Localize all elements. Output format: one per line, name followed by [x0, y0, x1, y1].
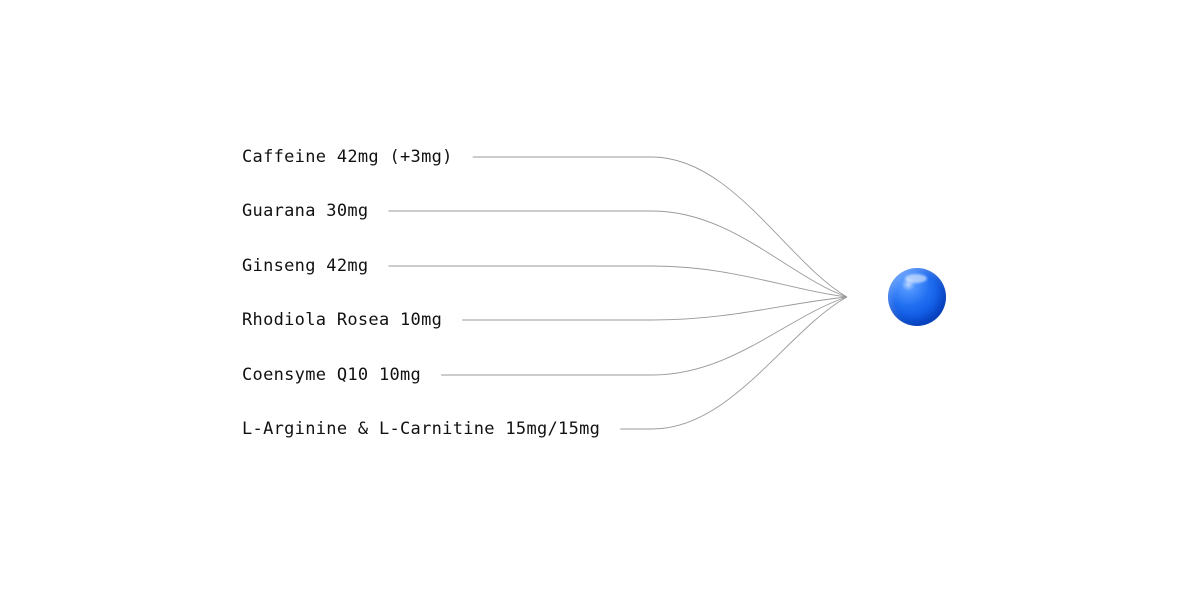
ingredient-label-ginseng: Ginseng 42mg [242, 256, 369, 276]
connector-line-0 [472, 156, 848, 298]
ingredient-label-rhodiola: Rhodiola Rosea 10mg [242, 310, 443, 330]
ingredient-label-guarana: Guarana 30mg [242, 201, 369, 221]
connector-line-2 [388, 265, 848, 298]
blue-sphere-icon [888, 268, 946, 326]
ingredient-label-caffeine: Caffeine 42mg (+3mg) [242, 147, 453, 167]
connector-line-3 [462, 296, 848, 321]
connector-line-4 [441, 296, 848, 376]
ingredient-label-coq10: Coensyme Q10 10mg [242, 365, 422, 385]
connector-line-5 [620, 296, 848, 430]
connector-line-1 [388, 210, 848, 298]
ingredient-label-arginine-carnitine: L-Arginine & L-Carnitine 15mg/15mg [242, 419, 601, 439]
